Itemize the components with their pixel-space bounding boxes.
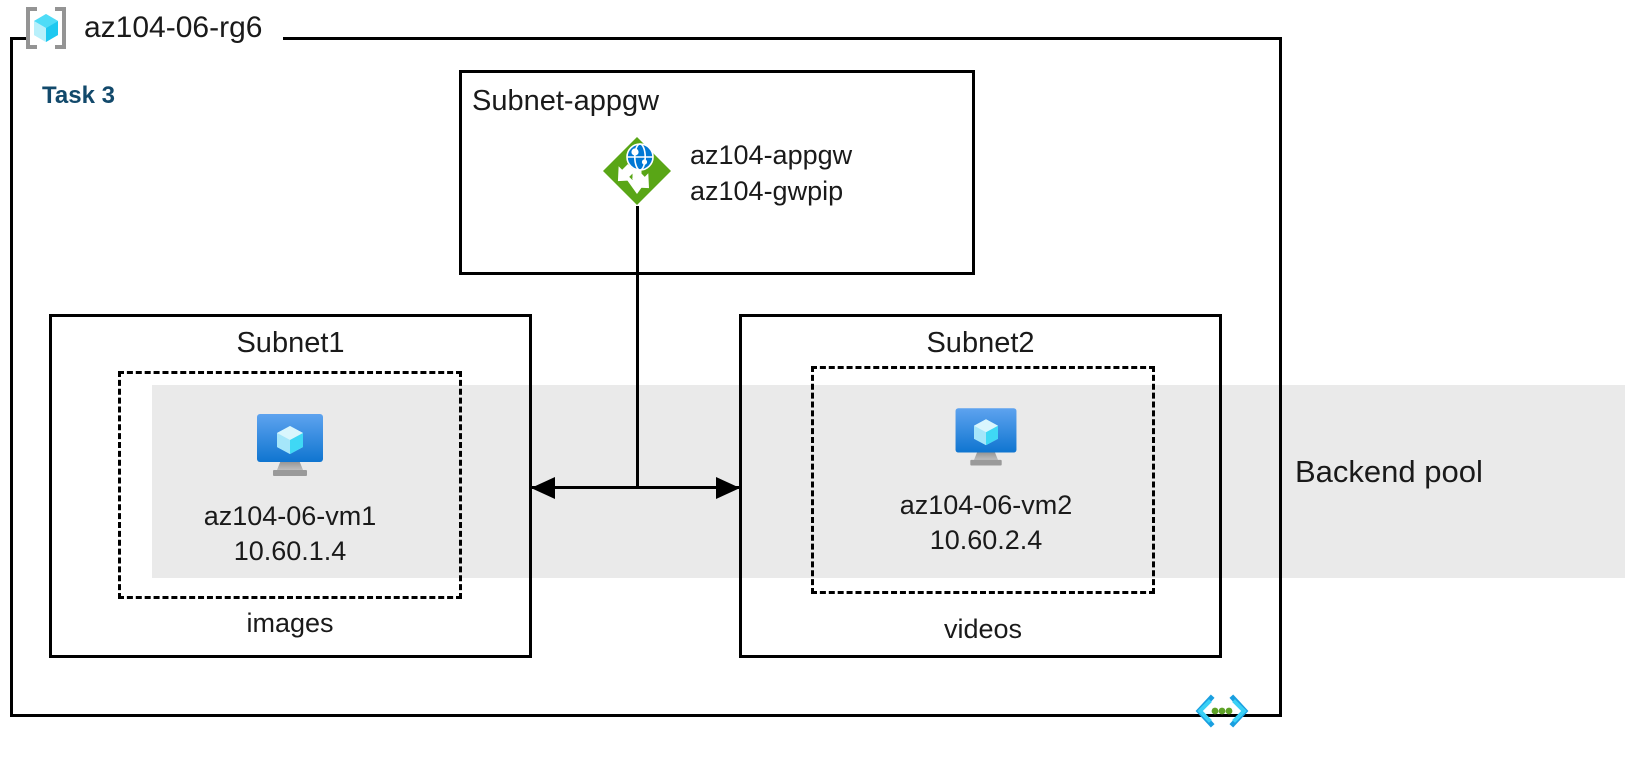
task-label: Task 3 [42, 82, 115, 109]
code-brackets-icon [1193, 693, 1251, 734]
application-gateway-icon [600, 134, 674, 213]
subnet1-caption: images [246, 608, 334, 638]
application-gateway-node[interactable]: az104-appgw az104-gwpip [600, 134, 852, 213]
subnet2-title: Subnet2 [926, 327, 1035, 359]
connector-subnets-horizontal [532, 486, 740, 489]
connector-arrowhead-right [716, 477, 740, 499]
subnet1-nic-group [118, 371, 462, 599]
connector-gateway-vertical [636, 206, 639, 488]
appgw-pip-name: az104-gwpip [690, 175, 844, 206]
virtual-machine-icon [170, 404, 410, 487]
vm1-ip: 10.60.1.4 [233, 535, 347, 566]
subnet2-nic-group [811, 366, 1155, 594]
vm2-ip: 10.60.2.4 [929, 524, 1043, 555]
backend-pool-label: Backend pool [1295, 454, 1483, 489]
vm2-node[interactable]: az104-06-vm2 10.60.2.4 [866, 399, 1106, 557]
virtual-machine-icon [866, 399, 1106, 476]
subnet2-caption: videos [943, 614, 1023, 644]
subnet1-box [49, 314, 532, 658]
appgw-name: az104-appgw [690, 139, 853, 170]
resource-group-border-top-right [283, 37, 1282, 40]
resource-group-border-stub-left [10, 37, 26, 40]
resource-group-boundary [10, 37, 1282, 717]
subnet-appgw-title: Subnet-appgw [472, 85, 660, 117]
vm1-name: az104-06-vm1 [203, 501, 377, 531]
backend-pool-band [152, 385, 1625, 578]
connector-arrowhead-left [531, 477, 555, 499]
resource-group-name: az104-06-rg6 [84, 11, 263, 44]
subnet1-title: Subnet1 [236, 327, 345, 359]
vm2-name: az104-06-vm2 [899, 490, 1073, 520]
vm1-node[interactable]: az104-06-vm1 10.60.1.4 [170, 404, 410, 568]
application-gateway-labels: az104-appgw az104-gwpip [690, 138, 852, 209]
subnet-appgw-box [459, 70, 975, 275]
subnet2-box [739, 314, 1222, 658]
resource-group-cube-icon [22, 6, 70, 50]
